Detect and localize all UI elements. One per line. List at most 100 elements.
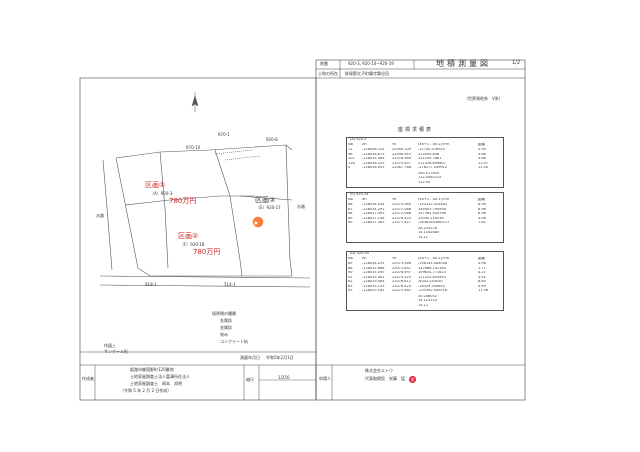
column-header: Xn xyxy=(362,143,367,146)
table-cell: 6.96 xyxy=(478,203,486,206)
table-cell: 22071.851 xyxy=(392,266,411,270)
table-cell: -128046.325 xyxy=(362,148,385,151)
table-cell: -128029.484 xyxy=(362,280,385,283)
parcel-1-label: 区画① xyxy=(145,181,166,189)
header-label-parcel: 地番 xyxy=(320,61,328,66)
table-cell: -128035.364 xyxy=(362,157,385,160)
table-total: 132.5085225 xyxy=(418,176,442,179)
table-cell: 101 xyxy=(348,157,355,160)
table-cell: 23050.216538 xyxy=(418,216,444,220)
table-cell: -152412.424482 xyxy=(418,203,448,206)
table-cell: -21750.578925 xyxy=(418,148,445,151)
table-cell: -128036.091 xyxy=(362,166,385,169)
table-total: 30.246052 xyxy=(418,294,437,298)
table-cell: 22075.425 xyxy=(392,275,411,279)
table-cell: -128025.153 xyxy=(362,284,385,288)
table-cell: 5.90 xyxy=(478,148,486,151)
table-cell: 93 xyxy=(348,289,353,292)
table-cell: -128032.668 xyxy=(362,266,385,270)
table-cell: 22076.611 xyxy=(392,280,411,283)
legend-title: 境界標の種類 xyxy=(212,311,236,316)
table-cell: 96 xyxy=(348,152,353,156)
table-cell: 109634.771623 xyxy=(418,271,446,274)
table-cell: -6342.254050 xyxy=(418,280,443,283)
parcel-2-sub: （F）920-18 xyxy=(180,242,205,247)
table-cell: 22073.566 xyxy=(392,262,411,265)
column-header: 距離 xyxy=(478,257,485,260)
applicant-label: 申請人 xyxy=(319,376,331,381)
coord-section xyxy=(346,137,504,188)
legend-item-1: 金属鋲 xyxy=(220,318,232,323)
parcel-2-price: 780万円 xyxy=(193,248,221,256)
column-header: Yn xyxy=(392,257,397,260)
column-header: No xyxy=(348,143,353,146)
table-cell: 13.07 xyxy=(478,161,489,165)
table-cell: 22076.424 xyxy=(392,216,411,220)
table-cell: 357362.445798 xyxy=(418,212,446,215)
table-cell: -128035.093 xyxy=(362,271,385,274)
table-cell: -2638165.680127 xyxy=(418,221,450,224)
table-cell: 22078.424 xyxy=(392,284,411,288)
table-cell: 22072.462 xyxy=(392,289,411,292)
table-cell: 91 xyxy=(348,275,353,279)
scale-label: 縮尺 xyxy=(246,377,254,382)
table-cell: 89 xyxy=(348,216,353,220)
section-name: (E) 920-14 xyxy=(350,193,369,196)
table-cell: -18329.345655 xyxy=(418,284,445,288)
neighbor-514-1: 514-1 xyxy=(224,282,236,287)
parcel-3-sub: （E）920-17 xyxy=(256,205,281,210)
column-header: 距離 xyxy=(478,198,485,201)
page-title: 地積測量図 xyxy=(436,59,491,68)
table-cell: 90 xyxy=(348,221,353,224)
table-cell: 4.21 xyxy=(478,271,486,274)
table-total: 28.235376 xyxy=(418,226,437,230)
column-header: Xn xyxy=(362,198,367,201)
scale-note: （世界測地系 Ⅴ系） xyxy=(464,96,503,101)
survey-date-value: 令和5年2月1日 xyxy=(266,355,294,360)
table-cell: 88 xyxy=(348,212,353,215)
parcel-1-sub: （A）920-3 xyxy=(150,191,173,196)
neighbor-970-10: 970-10 xyxy=(186,145,201,150)
column-header: 距離 xyxy=(478,143,485,146)
table-cell: 4.96 xyxy=(478,262,486,265)
column-header: (Xn+1 - Xn-1)×Yn xyxy=(418,257,450,260)
table-cell: 4.86 xyxy=(478,157,486,160)
table-cell: -128027.381 xyxy=(362,221,385,224)
table-cell: 22078.589 xyxy=(392,157,411,160)
table-cell: 116 xyxy=(348,161,355,165)
table-cell: 6.96 xyxy=(478,212,486,215)
table-cell: -128034.044 xyxy=(362,203,385,206)
table-cell: -128036.243 xyxy=(362,161,385,165)
table-cell: 22075.457 xyxy=(392,161,411,165)
drawer-line-4: （令和 5 年 2 月 2 日作成） xyxy=(120,388,172,393)
table-cell: 222000.858 xyxy=(418,152,440,156)
table-cell: 72 xyxy=(348,148,353,151)
table-cell: 4.86 xyxy=(478,152,486,156)
parcel-1-price: 780万円 xyxy=(169,197,197,205)
table-cell: 1.71 xyxy=(478,266,486,270)
table-total: 132.50 xyxy=(418,180,431,184)
drawer-line-2: 土地家屋調査士法人富澤所在法人 xyxy=(130,374,190,379)
road-label-west: 水路 xyxy=(96,213,104,218)
table-cell: 22087.768 xyxy=(392,166,411,169)
seal-stamp: 栄 xyxy=(409,376,416,383)
table-cell: 22098.943 xyxy=(392,152,411,156)
table-cell: 88 xyxy=(348,266,353,270)
table-cell: -276277.549912 xyxy=(418,166,448,169)
table-cell: -128034.291 xyxy=(362,207,385,211)
column-header: No xyxy=(348,198,353,201)
survey-date-label: 測量年月日 xyxy=(240,355,260,360)
north-note-2: サンゲール形 xyxy=(104,349,128,354)
section-name: (A) 920-3 xyxy=(350,138,367,141)
column-header: Xn xyxy=(362,257,367,260)
table-title: 座標求積表 xyxy=(398,127,434,133)
table-cell: 86 xyxy=(348,203,353,206)
table-cell: 83 xyxy=(348,284,353,288)
table-cell: 90 xyxy=(348,271,353,274)
table-cell: -128027.158 xyxy=(362,216,385,220)
table-cell: 147666.192164 xyxy=(418,266,446,270)
table-cell: 22077.427 xyxy=(392,221,411,224)
table-total: 14.1182880 xyxy=(418,231,440,234)
